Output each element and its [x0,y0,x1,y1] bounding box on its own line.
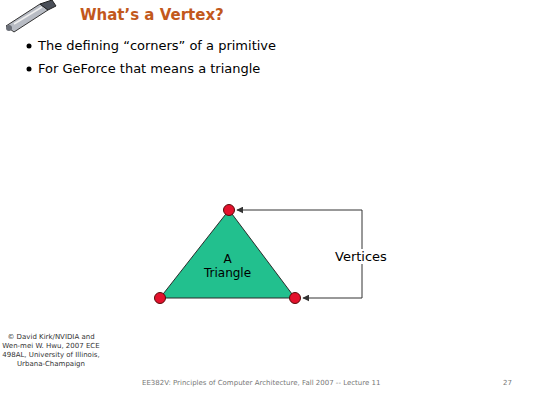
logo-icon [6,0,56,32]
bullet-dot [27,44,32,49]
vertex-dot [290,293,301,304]
callout-label: Vertices [333,249,389,264]
triangle-fill [160,210,295,298]
shape-label: A Triangle [204,252,251,280]
vertex-dot [224,205,235,216]
bullet-text: For GeForce that means a triangle [38,61,260,76]
triangle-shape: A Triangle [150,200,305,310]
footer-text: EE382V: Principles of Computer Architect… [142,379,380,387]
bullet-text: The defining “corners” of a primitive [38,38,276,53]
page-number: 27 [503,379,512,387]
vertex-dot [155,293,166,304]
slide-title: What’s a Vertex? [80,6,224,24]
credit-note: © David Kirk/NVIDIA and Wen-mei W. Hwu, … [2,333,100,369]
bullet-dot [27,67,32,72]
